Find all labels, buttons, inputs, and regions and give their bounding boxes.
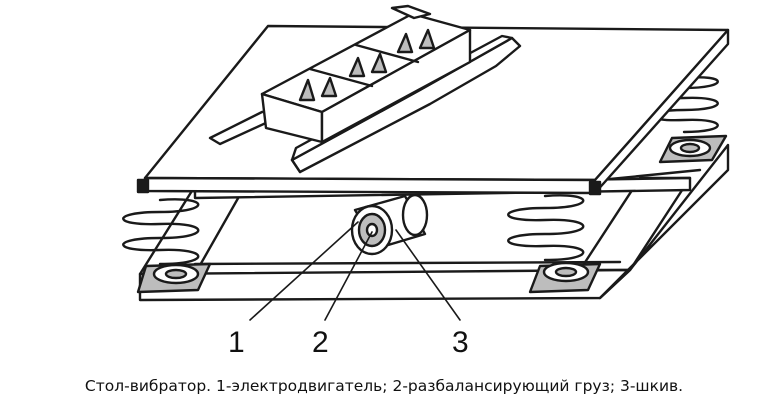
spring-front-right xyxy=(507,194,590,283)
electric-motor xyxy=(350,193,429,256)
leader-line-1 xyxy=(249,221,359,321)
leader-line-3 xyxy=(395,229,461,321)
block-mold xyxy=(260,4,472,144)
spring-back-right xyxy=(650,76,719,158)
part-label-2: 2 xyxy=(312,326,329,359)
figure-caption: Стол-вибратор. 1-электродвигатель; 2-раз… xyxy=(84,377,684,395)
part-label-1: 1 xyxy=(228,326,245,359)
leader-line-2 xyxy=(324,231,373,321)
top-plate xyxy=(136,24,730,196)
spring-front-left xyxy=(122,198,200,285)
part-label-3: 3 xyxy=(452,326,469,359)
vibrating-table-drawing: 1 2 3 xyxy=(122,4,730,359)
leader-lines xyxy=(249,221,461,321)
